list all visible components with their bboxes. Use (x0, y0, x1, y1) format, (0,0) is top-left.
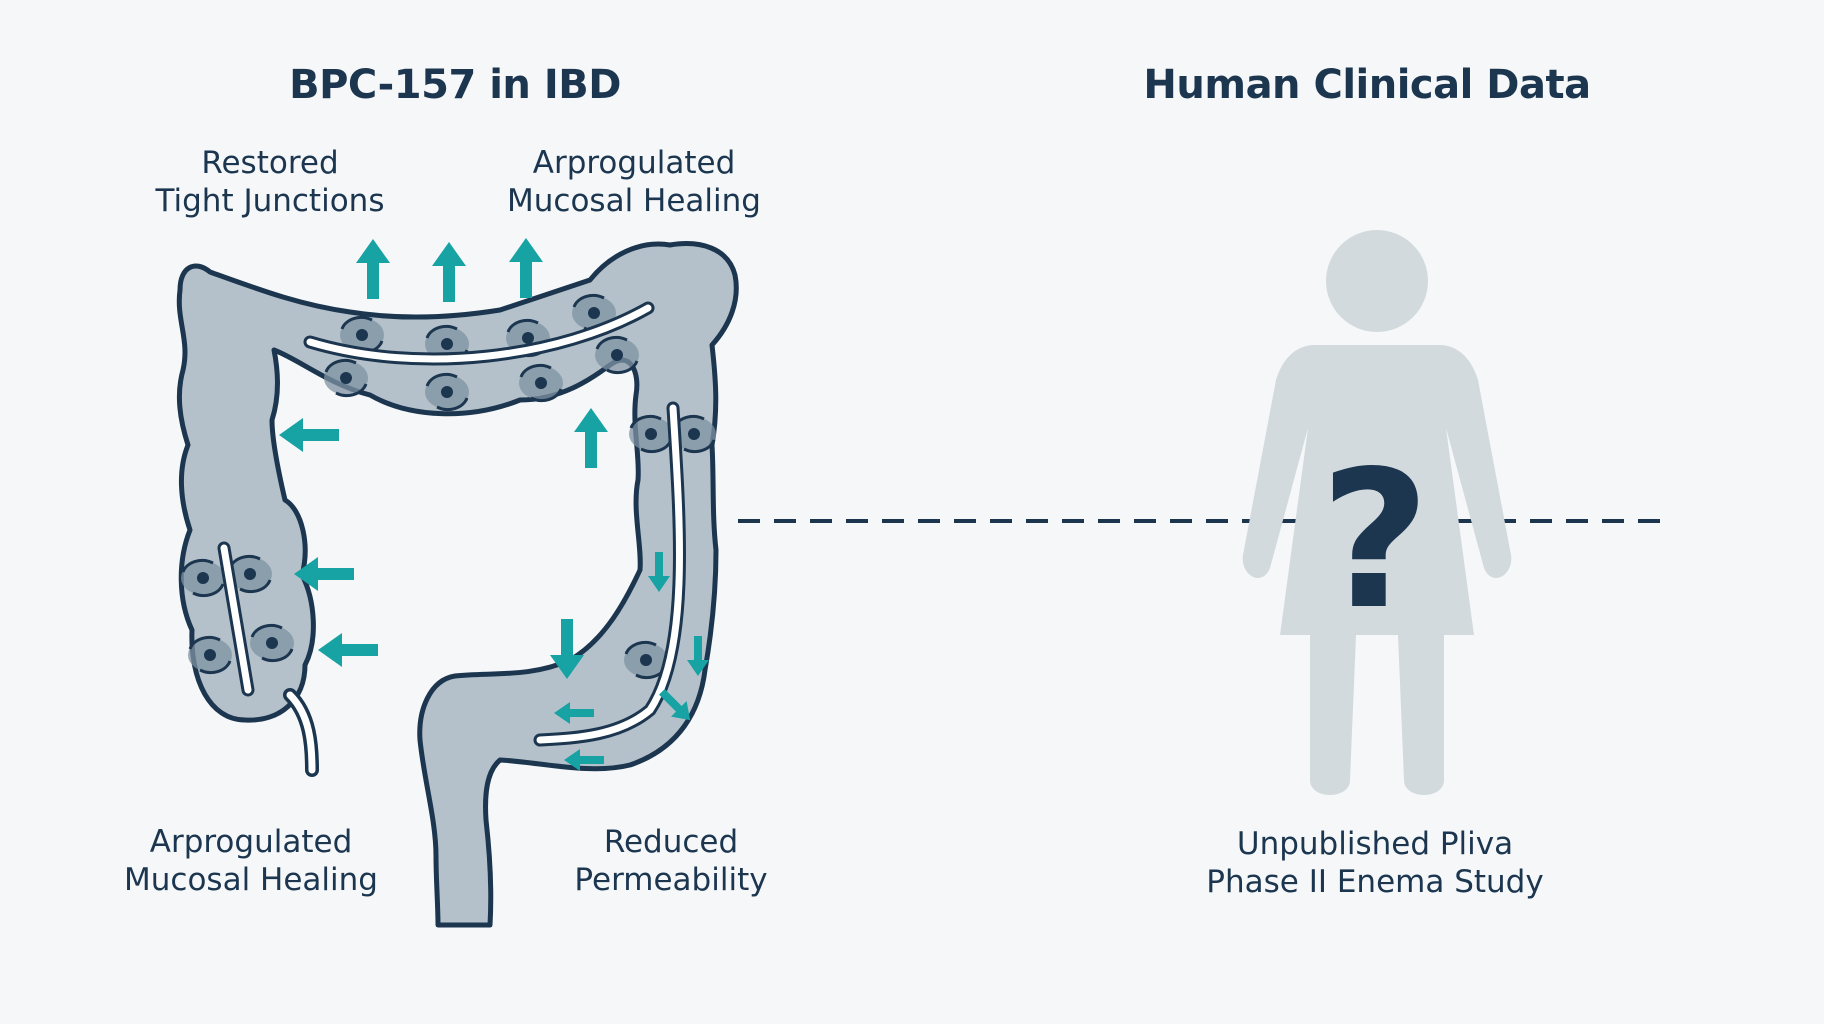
label-mucosal-healing-bottom: Arprogulated Mucosal Healing (124, 823, 378, 899)
caption-line: Phase II Enema Study (1206, 864, 1544, 900)
left-arrow-icon (279, 418, 339, 452)
label-line: Mucosal Healing (124, 862, 378, 898)
up-arrow-icon (509, 238, 543, 298)
right-panel-title: Human Clinical Data (1143, 62, 1591, 108)
label-restored-tight-junctions: Restored Tight Junctions (156, 144, 385, 220)
label-mucosal-healing-top: Arprogulated Mucosal Healing (507, 144, 761, 220)
up-arrow-icon (356, 239, 390, 299)
question-mark-icon: ? (1320, 430, 1430, 651)
left-panel-title: BPC-157 in IBD (289, 62, 621, 108)
up-arrow-icon (574, 408, 608, 468)
label-reduced-permeability: Reduced Permeability (574, 823, 767, 899)
caption-line: Unpublished Pliva (1236, 826, 1514, 862)
colon-illustration (176, 241, 739, 928)
label-line: Arprogulated (149, 824, 353, 860)
person-silhouette-icon (1242, 230, 1512, 795)
label-line: Mucosal Healing (507, 183, 761, 219)
label-line: Permeability (574, 862, 768, 898)
label-line: Restored (201, 145, 339, 181)
label-line: Arprogulated (532, 145, 736, 181)
left-arrow-icon (318, 633, 378, 667)
label-line: Tight Junctions (155, 183, 385, 219)
label-line: Reduced (603, 824, 739, 860)
up-arrow-icon (432, 242, 466, 302)
caption-pliva-study: Unpublished Pliva Phase II Enema Study (1206, 825, 1543, 901)
